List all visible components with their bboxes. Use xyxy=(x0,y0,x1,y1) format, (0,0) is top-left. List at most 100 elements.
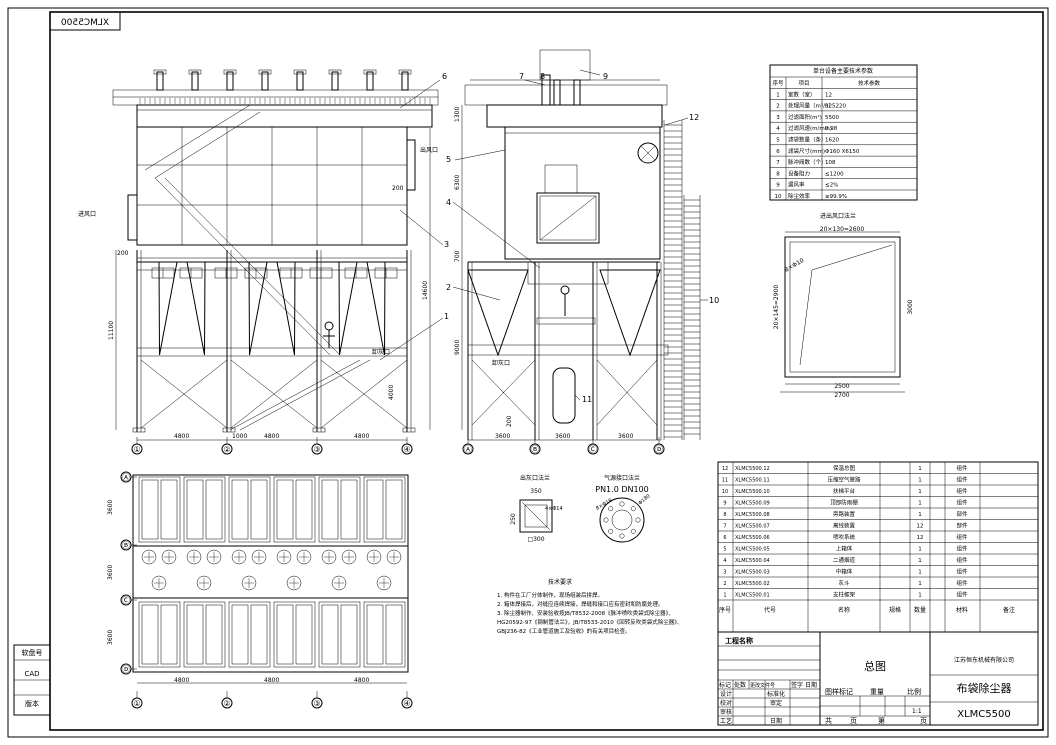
dim-700: 700 xyxy=(454,250,461,262)
mark-label: 图样标记 xyxy=(825,687,853,696)
role-1: 校对 xyxy=(720,699,732,707)
ash-outlet-flange: 出灰口法兰 350 250 □300 4×Φ14 xyxy=(510,474,563,543)
tp-cell: 0.98 xyxy=(825,126,838,132)
axis-label: Ⓑ xyxy=(531,445,539,454)
bom-cell: 保温总图 xyxy=(833,464,856,472)
io-dim-top: 20×130=2600 xyxy=(820,226,865,233)
tp-cell: 设备阻力 xyxy=(788,169,810,177)
margin-item-0: 软盘号 xyxy=(22,648,43,657)
scale-value: 1:1 xyxy=(912,708,922,715)
dim-height-total: 14600 xyxy=(422,281,429,300)
io-dim-hole: 8×Φ10 xyxy=(784,257,806,274)
weight-label: 重量 xyxy=(870,688,884,696)
bom-cell: 组件 xyxy=(956,545,968,553)
tp-cell: ≤2% xyxy=(825,183,838,189)
inner-frame xyxy=(49,11,1044,731)
dim-span-side-1: 3600 xyxy=(495,433,510,440)
air-dim: Φ180 xyxy=(637,493,651,506)
tr-title: 技术要求 xyxy=(548,578,572,586)
io-dim-w2: 2700 xyxy=(834,392,849,399)
bom-cell: 1 xyxy=(918,570,922,576)
io-dim-w1: 2500 xyxy=(834,383,849,390)
bom-cell: 组件 xyxy=(956,499,968,507)
dim-span-front-3: 4800 xyxy=(354,433,369,440)
plan-span-1: 4800 xyxy=(174,677,189,684)
front-callouts: 6 3 1 xyxy=(379,72,449,361)
bom-cell: 11 xyxy=(722,478,728,484)
ash-dim-350: 350 xyxy=(530,488,542,495)
scale-label: 比例 xyxy=(907,687,921,696)
outlet-label: 出风口 xyxy=(420,146,438,154)
tp-cell: 过滤面积(m²) xyxy=(788,113,822,121)
bom-cell: 9 xyxy=(723,501,726,507)
bom-cell: 组件 xyxy=(956,568,968,576)
bom-cell: 1 xyxy=(918,512,922,518)
ash-label: 卸灰口 xyxy=(372,348,390,356)
rev-h-4: 日期 xyxy=(805,681,817,689)
bom-cell: 1 xyxy=(918,581,922,587)
dim-1000-front: 1000 xyxy=(232,433,247,440)
axis-label: Ⓓ xyxy=(655,445,663,454)
bom-cell: 5 xyxy=(723,547,726,553)
axis-label: ③ xyxy=(313,699,320,708)
axis-label: ① xyxy=(133,699,140,708)
dim-4000-front: 4000 xyxy=(388,385,395,400)
tr-line: 2. 箱体焊接后，对缝应连续焊接，焊缝和接口应有密封和防腐处理。 xyxy=(497,600,664,608)
title-block: 工程名称 总图 江苏恒东机械有限公司 布袋除尘器 XLMC5500 xyxy=(717,631,1039,726)
bom-cell: XLMC5500.07 xyxy=(735,524,770,530)
bom-cell: 组件 xyxy=(956,476,968,484)
bom-cell: 支柱框架 xyxy=(833,591,856,599)
air-source-flange: 气源接口法兰 PN1.0 DN100 8×Φ18 Φ180 xyxy=(595,474,652,543)
bom-cell: XLMC5500.03 xyxy=(735,570,770,576)
bom-cell: 二通烟道 xyxy=(833,556,856,564)
bom-cell: 1 xyxy=(918,501,922,507)
axis-label: ④ xyxy=(403,445,410,454)
dim-1300: 1300 xyxy=(454,107,461,122)
callout-9: 9 xyxy=(603,72,608,81)
io-dim-side: 20×145=2900 xyxy=(773,285,780,330)
tp-cell: 12 xyxy=(825,92,832,98)
project-label: 工程名称 xyxy=(725,636,753,645)
bom-cell: 4 xyxy=(723,558,726,564)
bom-cell: XLMC5500.02 xyxy=(735,581,770,587)
tp-cell: 5 xyxy=(776,138,780,144)
sheet-end: 页 xyxy=(920,717,927,725)
callout-12: 12 xyxy=(689,113,699,122)
ash-hole: 4×Φ14 xyxy=(545,506,563,512)
inlet-outlet-flange: 进出风口法兰 20×130=2600 20×145=2900 8×Φ10 300… xyxy=(773,212,914,399)
bom-cell: 喷吹系统 xyxy=(833,533,856,541)
bom-cell: 1 xyxy=(918,547,922,553)
tp-header: 序号 xyxy=(772,79,784,87)
role2-1: 审定 xyxy=(770,699,782,707)
rev-h-3: 签字 xyxy=(791,681,803,689)
dim-200-front: 200 xyxy=(117,250,129,257)
bom-header: 材料 xyxy=(956,606,968,614)
drawing-number-box: XLMC5500 xyxy=(49,11,121,31)
sheet-total: 共 xyxy=(825,716,832,725)
pulse-valves xyxy=(139,69,431,104)
person-figure xyxy=(323,321,335,348)
bom-cell: 1 xyxy=(918,466,922,472)
bom-cell: 8 xyxy=(723,512,726,518)
tp-cell: 过滤风速(m/min) xyxy=(788,124,832,132)
tr-line: GBJ236-82《工业管道施工及验收》的有关项目检查。 xyxy=(497,627,631,635)
bom-cell: 3 xyxy=(723,570,726,576)
drawing-name: 总图 xyxy=(864,659,886,673)
tp-cell: 1620 xyxy=(825,138,839,144)
tp-cell: 除尘效率 xyxy=(788,192,811,200)
company-name: 江苏恒东机械有限公司 xyxy=(954,656,1014,664)
callout-1: 1 xyxy=(444,312,449,321)
air-flange-spec: PN1.0 DN100 xyxy=(595,485,649,494)
bom-cell: 组件 xyxy=(956,556,968,564)
bom-cell: XLMC5500.10 xyxy=(735,489,770,495)
tp-header: 技术参数 xyxy=(858,79,881,87)
tp-cell: 108 xyxy=(825,160,836,166)
bom-cell: XLMC5500.06 xyxy=(735,535,770,541)
tp-cell: 325220 xyxy=(825,104,846,110)
bom-cell: 组件 xyxy=(956,579,968,587)
bom-cell: 旁路装置 xyxy=(833,510,856,518)
